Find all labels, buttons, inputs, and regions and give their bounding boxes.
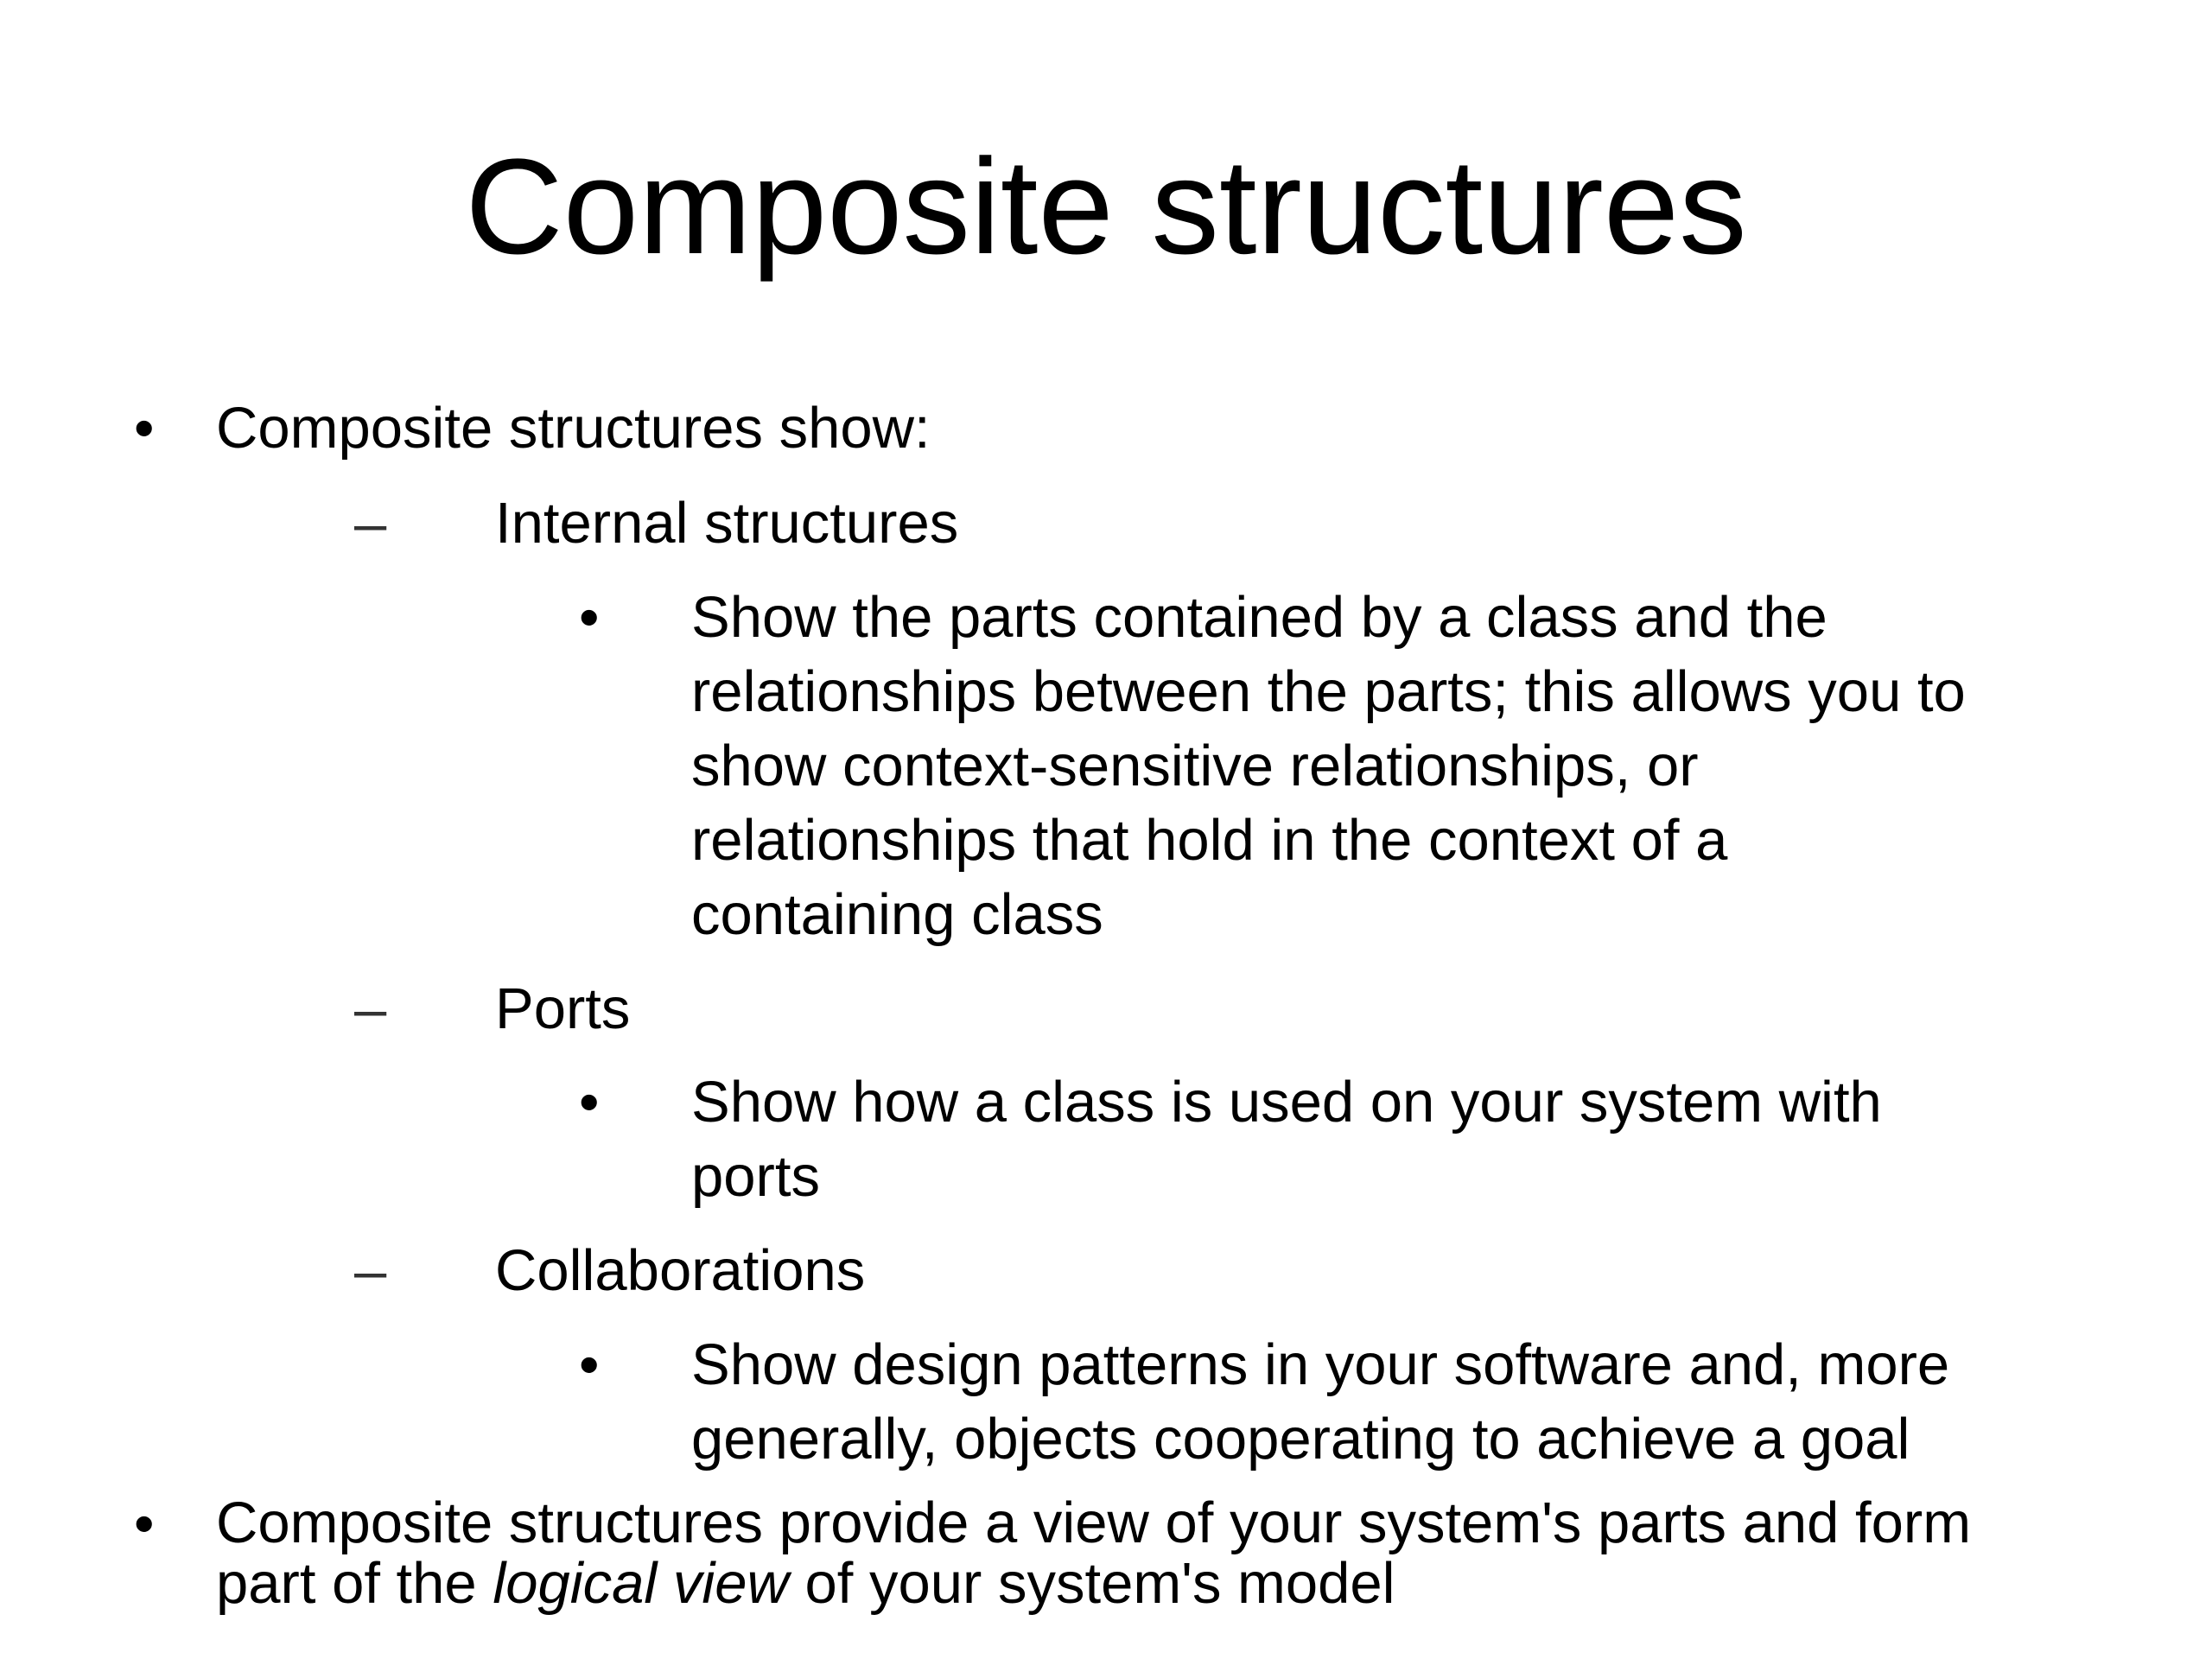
bullet-icon: • bbox=[579, 1070, 600, 1135]
bullet-icon: • bbox=[579, 585, 600, 650]
detail-line: generally, objects cooperating to achiev… bbox=[691, 1407, 1910, 1471]
detail-line: relationships between the parts; this al… bbox=[691, 659, 1966, 724]
dash-icon: – bbox=[354, 1238, 387, 1303]
sub-internal-detail: Show the parts contained by a class and … bbox=[691, 581, 1966, 952]
detail-line: Show design patterns in your software an… bbox=[691, 1332, 1950, 1397]
bullet-icon: • bbox=[134, 1491, 155, 1556]
detail-line: ports bbox=[691, 1144, 820, 1209]
sub-internal-label: Internal structures bbox=[495, 491, 959, 556]
dash-icon: – bbox=[354, 976, 387, 1041]
dash-icon: – bbox=[354, 491, 387, 556]
item2-line2-before: part of the bbox=[216, 1551, 493, 1616]
sub-ports-detail: Show how a class is used on your system … bbox=[691, 1065, 1882, 1214]
detail-line: Show the parts contained by a class and … bbox=[691, 585, 1827, 650]
item2-line1: Composite structures provide a view of y… bbox=[216, 1491, 1972, 1555]
logical-view-emphasis: logical view bbox=[493, 1551, 789, 1616]
detail-line: containing class bbox=[691, 882, 1103, 947]
sub-collab-label: Collaborations bbox=[495, 1238, 866, 1303]
bullet-icon: • bbox=[579, 1332, 600, 1397]
detail-line: Show how a class is used on your system … bbox=[691, 1070, 1882, 1135]
item1-text: Composite structures show: bbox=[216, 396, 931, 461]
sub-ports-label: Ports bbox=[495, 976, 631, 1041]
detail-line: relationships that hold in the context o… bbox=[691, 808, 1728, 873]
item2-line2-after: of your system's model bbox=[788, 1551, 1395, 1616]
sub-collab-detail: Show design patterns in your software an… bbox=[691, 1328, 1949, 1477]
item2-text: Composite structures provide a view of y… bbox=[216, 1493, 1971, 1614]
slide-title: Composite structures bbox=[465, 131, 1747, 283]
item2-line2: part of the logical view of your system'… bbox=[216, 1554, 1971, 1614]
detail-line: show context-sensitive relationships, or bbox=[691, 734, 1699, 798]
bullet-icon: • bbox=[134, 396, 155, 461]
